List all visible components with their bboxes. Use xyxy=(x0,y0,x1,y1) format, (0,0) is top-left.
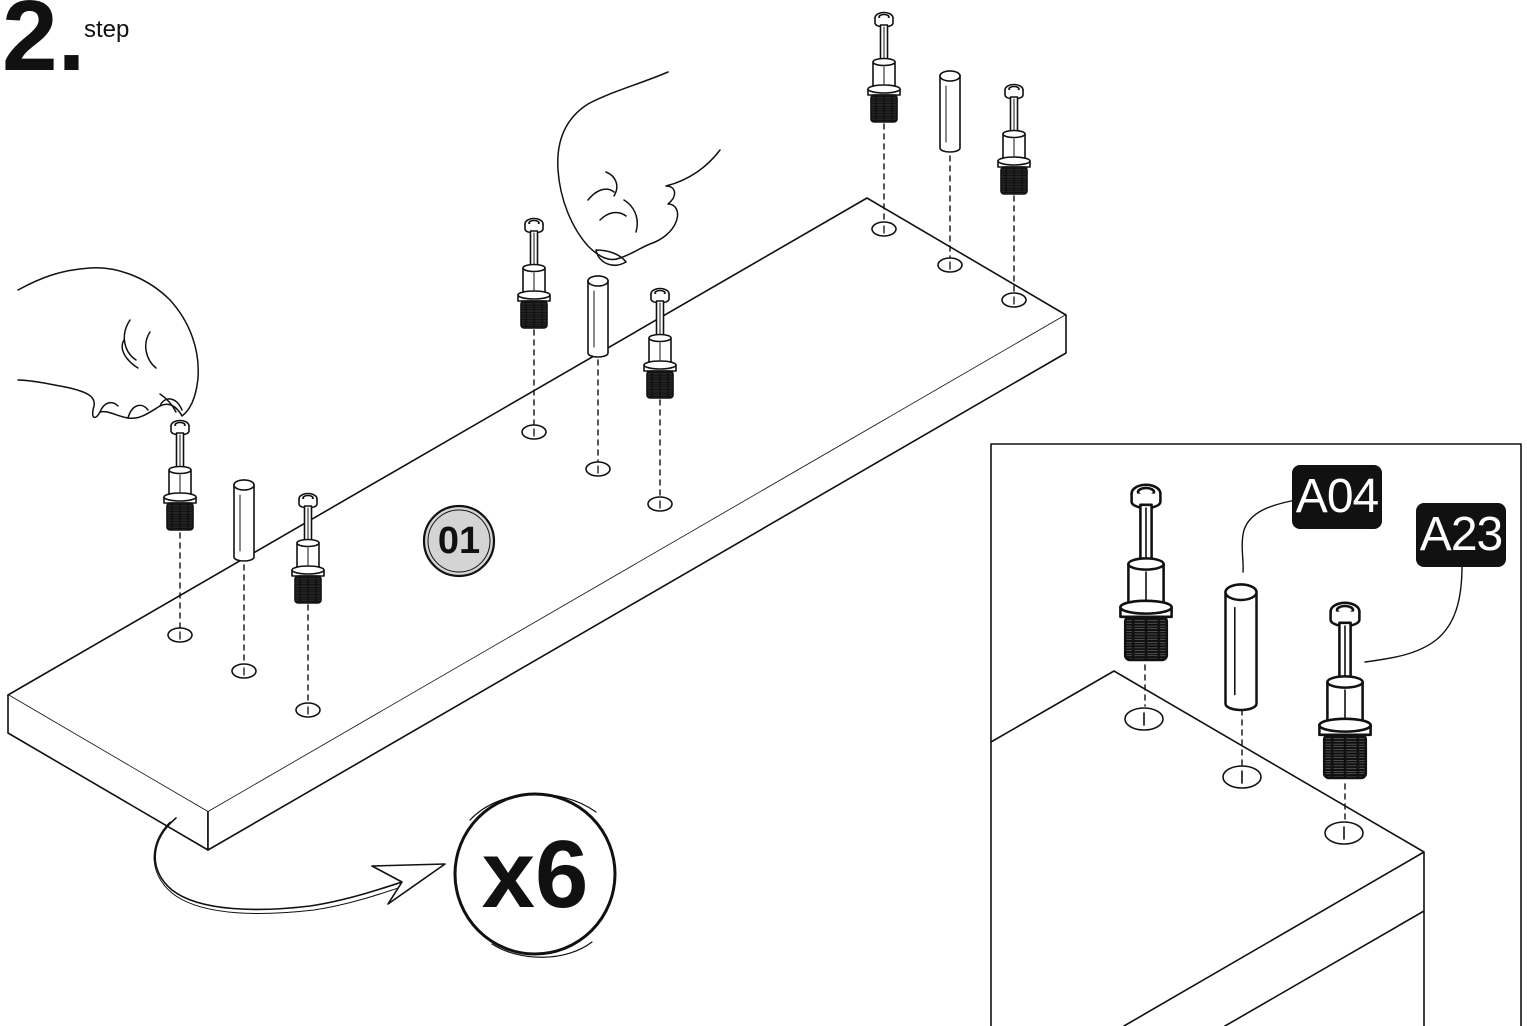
label-a23-box xyxy=(1416,503,1506,567)
step-number: 2. xyxy=(2,0,86,92)
drill-hole-icon xyxy=(1124,707,1364,845)
hand-icon xyxy=(17,71,721,420)
step-word: step xyxy=(84,16,130,43)
part-badge xyxy=(422,504,496,578)
multiplier-label: x6 xyxy=(481,821,589,928)
board-panel xyxy=(7,197,1067,851)
multiplier-circle xyxy=(453,792,617,958)
part-label: 01 xyxy=(437,520,481,562)
label-a04-box xyxy=(1292,465,1382,529)
callout-a04: A04 xyxy=(1295,470,1379,523)
curved-arrow-icon xyxy=(153,817,446,914)
detail-inset xyxy=(990,443,1522,1026)
dashed-guides xyxy=(179,123,1015,704)
callout-a23: A23 xyxy=(1419,508,1503,561)
dowel-icon xyxy=(1224,583,1258,712)
